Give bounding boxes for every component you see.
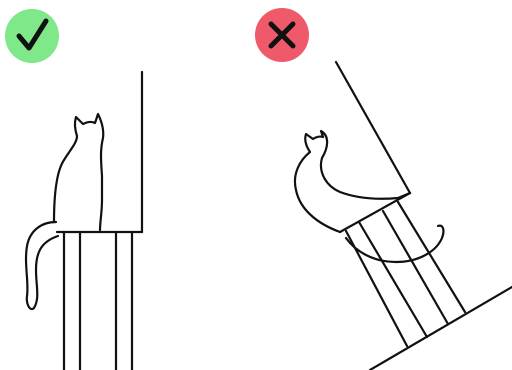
post-legs — [64, 232, 132, 370]
sloped-ground-line — [370, 287, 512, 370]
incorrect-panel — [255, 8, 512, 370]
check-badge — [5, 9, 59, 63]
cross-badge — [255, 8, 309, 62]
upright-cat-tail — [26, 222, 58, 309]
upright-cat-silhouette — [54, 114, 103, 230]
tilted-cat-silhouette — [295, 131, 410, 232]
correct-panel — [5, 9, 142, 370]
upright-post-scene — [26, 72, 142, 370]
leaning-wall-line — [336, 62, 410, 193]
check-badge-circle — [5, 9, 59, 63]
tilted-post-scene — [295, 62, 512, 370]
